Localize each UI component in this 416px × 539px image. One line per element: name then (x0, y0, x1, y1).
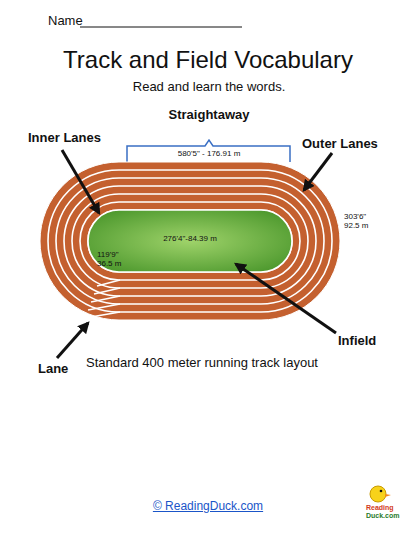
vocabulary-label: Infield (338, 334, 376, 349)
straightaway-bracket (127, 140, 290, 162)
duck-logo (370, 486, 391, 502)
worksheet-title: Track and Field Vocabulary (63, 46, 353, 74)
dimension-label: Reading (366, 504, 394, 512)
dimension-label: 276'4"-84.39 m (163, 234, 217, 243)
dimension-label: Duck.com (366, 512, 399, 520)
vocabulary-label: Inner Lanes (28, 131, 101, 146)
leader-arrow (304, 153, 332, 190)
dimension-label: 303'6" 92.5 m (344, 212, 380, 230)
leader-arrow (57, 323, 88, 358)
text-label: © ReadingDuck.com (153, 500, 263, 514)
vocabulary-label: Straightaway (169, 108, 250, 123)
dimension-label: 580'5" - 176.91 m (178, 149, 241, 158)
vocabulary-label: Outer Lanes (302, 137, 378, 152)
text-label: Name (48, 14, 83, 29)
dimension-label: 119'9" 36.5 m (97, 250, 131, 268)
vocabulary-label: Lane (38, 362, 68, 377)
leader-arrow (62, 150, 99, 213)
name-line (80, 27, 242, 28)
text-label: Read and learn the words. (133, 80, 285, 95)
figure-caption: Standard 400 meter running track layout (86, 356, 318, 371)
leader-arrow (236, 264, 336, 333)
running-track (40, 162, 340, 320)
